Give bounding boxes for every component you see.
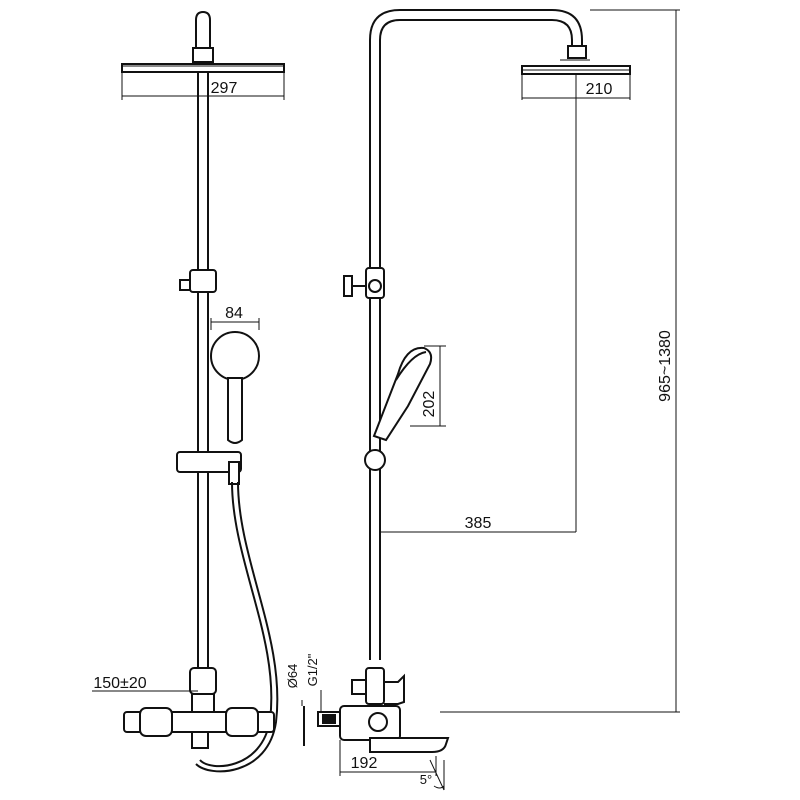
front-head-connector [192,47,214,63]
side-valve-nut [368,712,388,732]
dim-202-label: 202 [421,391,438,418]
angle-arc [433,785,445,789]
dim-385-label: 385 [465,515,492,532]
front-left-handle [139,707,173,737]
side-holder-ball [364,449,386,471]
front-hand-shower-handle [227,377,243,444]
side-diverter-lever [384,673,405,705]
dim-297-label: 297 [211,80,238,97]
front-hose [199,481,273,768]
front-clamp-knob [179,279,190,291]
dim-84-label: 84 [225,305,243,322]
side-view: 210 965~1380 202 385 [285,9,680,791]
angle-label: 5° [420,772,432,787]
side-clamp-knob [343,275,353,297]
side-hand-shower [372,346,433,442]
front-right-handle [225,707,259,737]
front-riser-hook [195,10,211,48]
front-holder-cone [228,461,240,485]
front-diverter [189,667,217,695]
front-hand-shower-head [210,331,260,381]
side-arm-outer [369,9,583,660]
front-diverter-neck [191,693,215,713]
dim-thread-label: G1/2" [305,653,320,686]
side-hand-shower-face [395,351,427,381]
dim-192-label: 192 [351,755,378,772]
front-view: 297 84 150±20 [92,10,285,773]
side-head-connector [567,45,587,59]
dim-height-label: 965~1380 [657,330,674,402]
side-diverter [365,667,385,705]
front-slide-holder [176,451,242,473]
side-wall-inlet-fill [322,714,336,724]
front-hose-inner [195,481,279,773]
dim-diameter-label: Ø64 [285,664,300,689]
dim-210-label: 210 [586,81,613,98]
front-spout-outlet [191,731,209,749]
side-arm-inner [379,19,573,660]
side-spout [369,737,450,753]
angle-line-a [429,759,445,791]
side-clamp-hub [368,279,382,293]
dim-150-label: 150±20 [93,675,146,692]
side-diverter-knob [351,679,367,695]
front-shower-head [121,63,285,73]
front-upper-clamp [189,269,217,293]
